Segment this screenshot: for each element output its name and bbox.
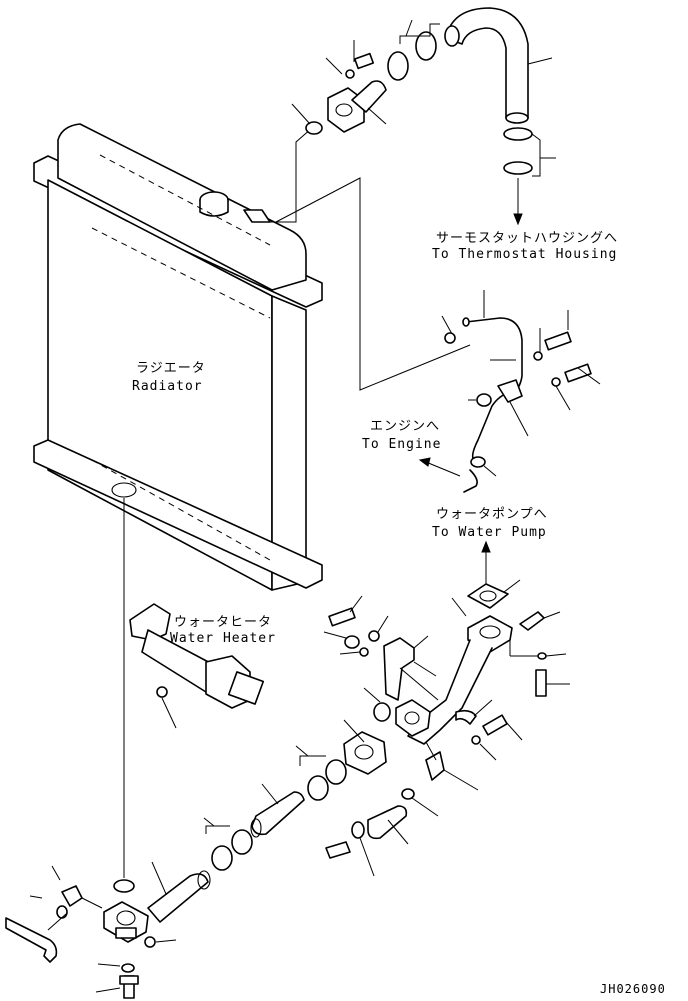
engine-label-en: To Engine <box>362 437 441 452</box>
water-pump-label-jp: ウォータポンプへ <box>436 507 548 522</box>
radiator <box>33 123 471 893</box>
water-heater <box>129 603 265 729</box>
radiator-label-jp: ラジエータ <box>136 361 206 376</box>
drawing-code: JH026090 <box>600 982 666 996</box>
water-heater-label-en: Water Heater <box>170 631 276 646</box>
middle-hose-chain <box>147 719 387 923</box>
water-heater-label-jp: ウォータヒータ <box>174 615 272 630</box>
right-small-hose <box>325 788 439 877</box>
thermostat-label-en: To Thermostat Housing <box>432 247 617 262</box>
upper-hose-assembly <box>291 7 556 226</box>
bracket-and-bolts <box>323 595 439 722</box>
small-tube-assembly <box>418 290 601 493</box>
bottom-outlet <box>5 865 177 999</box>
radiator-label-en: Radiator <box>132 379 203 394</box>
engine-label-jp: エンジンへ <box>370 419 440 434</box>
water-pump-elbow: ウォータポンプへ To Water Pump <box>395 507 570 791</box>
water-pump-label-en: To Water Pump <box>432 525 547 540</box>
thermostat-label-jp: サーモスタットハウジングへ <box>436 231 618 246</box>
